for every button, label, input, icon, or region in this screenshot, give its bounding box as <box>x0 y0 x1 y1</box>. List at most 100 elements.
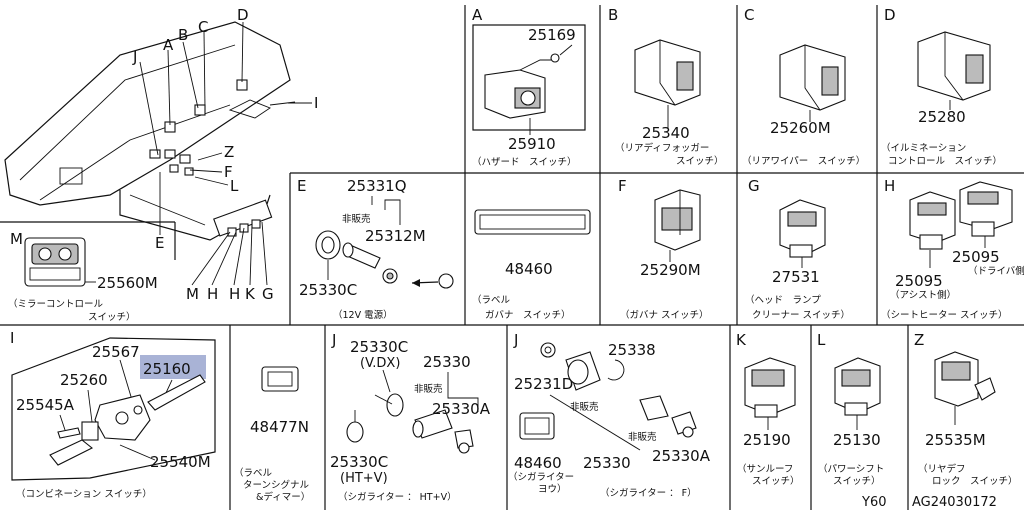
section-turn-signal-label: 48477N （ラベル ターンシグナル &ディマー） <box>234 366 310 503</box>
caption: ロック スイッチ） <box>932 475 1018 487</box>
section-i: I 25567 25160 25260 25545A 25540M （コンビネー… <box>10 329 216 500</box>
part-number: 48477N <box>250 418 309 436</box>
overview-letter-i: I <box>314 94 318 112</box>
section-k: K 25190 （サンルーフ スイッチ） <box>736 331 800 487</box>
section-letter: F <box>618 177 627 195</box>
overview-letter-a: A <box>163 36 174 54</box>
part-number: 25330C <box>330 453 388 471</box>
part-number: 25340 <box>642 124 690 142</box>
overview-letter-e: E <box>155 234 164 252</box>
section-j2: J 25231D 25338 非販売 非販売 25330A 48460 2533… <box>508 331 711 499</box>
caption: （ガバナ スイッチ） <box>620 309 709 321</box>
section-a: A 25169 25910 （ハザード スイッチ） <box>472 6 586 168</box>
caption: （サンルーフ <box>737 463 793 475</box>
part-number: 25331Q <box>347 177 407 195</box>
part-number: 25330A <box>652 447 711 465</box>
overview-letter-m: M <box>186 285 199 303</box>
part-number: 25231D <box>514 375 573 393</box>
section-d: D 25280 （イルミネーション コントロール スイッチ） <box>881 6 1002 167</box>
section-f: F 25290M （ガバナ スイッチ） <box>618 177 709 321</box>
sub-caption: （ドライバ側） <box>968 265 1024 277</box>
section-letter: K <box>736 331 747 349</box>
section-e: E 25331Q 非販売 25312M 25330C （12V 電源） <box>297 177 454 321</box>
part-number: 25330C <box>350 338 408 356</box>
part-number: 25560M <box>97 274 158 292</box>
section-letter: H <box>884 177 895 195</box>
part-number: 25260M <box>770 119 831 137</box>
caption: （リアワイパー スイッチ） <box>742 155 865 167</box>
not-sold-label: 非販売 <box>414 383 443 395</box>
part-number: (V.DX) <box>360 356 400 371</box>
part-number: 25545A <box>16 396 75 414</box>
part-number: 25910 <box>508 135 556 153</box>
caption: （パワーシフト <box>818 463 884 475</box>
section-letter: A <box>472 6 483 24</box>
part-number: 25280 <box>918 108 966 126</box>
overview-letter-c: C <box>198 18 208 36</box>
caption: （シガライター ： F） <box>600 487 697 499</box>
overview-letter-k: K <box>245 285 256 303</box>
part-number: 48460 <box>505 260 553 278</box>
part-number: 25190 <box>743 431 791 449</box>
dashboard-overview: J A B C D I Z F L E M H H K G <box>4 6 318 303</box>
section-letter: J <box>513 331 518 349</box>
overview-letter-d: D <box>237 6 249 24</box>
overview-letter-z: Z <box>224 143 234 161</box>
caption: ターンシグナル <box>243 479 310 491</box>
part-number: 48460 <box>514 454 562 472</box>
section-h: H 25095 （ドライバ側） 25095 （アシスト側） （シートヒーター ス… <box>881 177 1024 321</box>
caption: （ラベル <box>234 467 273 479</box>
section-g: G 27531 （ヘッド ランプ クリーナー スイッチ） <box>745 177 850 321</box>
overview-letter-l: L <box>230 177 239 195</box>
footer: Y60 AG24030172 <box>861 495 997 510</box>
caption: （ミラーコントロール <box>8 298 104 310</box>
part-number: 25169 <box>528 26 576 44</box>
caption: （リアディフォッガー <box>615 142 709 154</box>
part-number: 25130 <box>833 431 881 449</box>
overview-letter-g: G <box>262 285 274 303</box>
part-number-highlighted: 25160 <box>143 360 191 378</box>
caption: （ヘッド ランプ <box>745 294 821 306</box>
caption: ヨウ） <box>538 483 567 495</box>
caption: （ラベル <box>472 294 511 306</box>
caption: スイッチ） <box>833 475 881 487</box>
caption: クリーナー スイッチ） <box>752 309 850 321</box>
caption: （シガライター ： HT+V） <box>338 491 457 503</box>
highlight-box <box>140 355 206 379</box>
section-letter: J <box>331 331 336 349</box>
sub-caption: （アシスト側） <box>890 289 956 301</box>
overview-letter-b: B <box>178 26 188 44</box>
part-number: 25330 <box>583 454 631 472</box>
part-number: 25095 <box>895 272 943 290</box>
section-letter: D <box>884 6 896 24</box>
part-number: 25540M <box>150 453 211 471</box>
caption: スイッチ） <box>676 155 724 167</box>
part-number: 27531 <box>772 268 820 286</box>
section-letter: M <box>10 230 23 248</box>
caption: &ディマー） <box>256 491 310 503</box>
overview-letter-h1: H <box>207 285 218 303</box>
section-l: L 25130 （パワーシフト スイッチ） <box>817 331 884 487</box>
part-number: 25260 <box>60 371 108 389</box>
caption: （シガライター <box>508 471 574 483</box>
caption: （12V 電源） <box>333 309 393 321</box>
caption: （リヤデフ <box>918 463 966 475</box>
part-number: 25330C <box>299 281 357 299</box>
not-sold-label: 非販売 <box>570 401 599 413</box>
section-j1: J 25330C (V.DX) 25330 非販売 25330A 25330C … <box>330 331 491 503</box>
part-number: 25095 <box>952 248 1000 266</box>
caption: ガバナ スイッチ） <box>485 309 571 321</box>
grid-lines <box>0 5 1024 510</box>
part-number: (HT+V) <box>340 471 388 486</box>
section-letter: C <box>744 6 754 24</box>
section-letter: B <box>608 6 618 24</box>
part-number: 25567 <box>92 343 140 361</box>
section-b: B 25340 （リアディフォッガー スイッチ） <box>608 6 724 167</box>
section-letter: E <box>297 177 306 195</box>
caption: （ハザード スイッチ） <box>472 156 577 168</box>
section-letter: L <box>817 331 826 349</box>
section-z: Z 25535M （リヤデフ ロック スイッチ） <box>914 331 1018 487</box>
part-number: 25330A <box>432 400 491 418</box>
